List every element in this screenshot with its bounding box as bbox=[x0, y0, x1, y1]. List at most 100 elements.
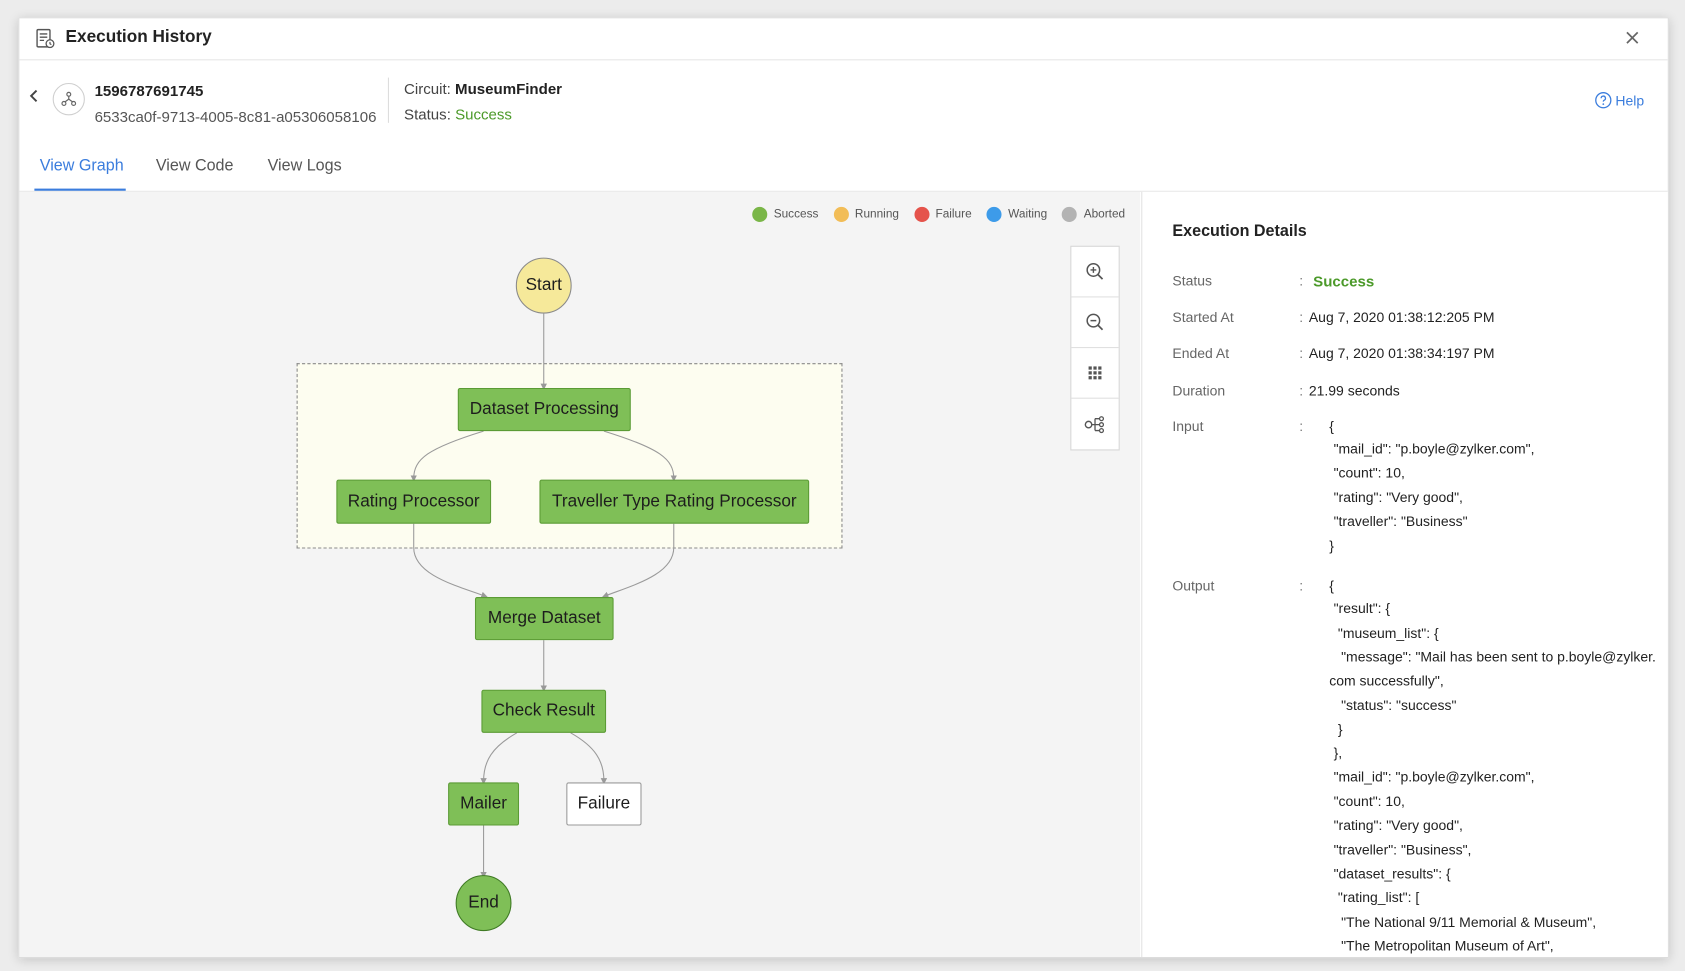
tab-view-logs[interactable]: View Logs bbox=[267, 156, 342, 175]
output-code-line: "mail_id": "p.boyle@zylker.com", bbox=[1333, 768, 1535, 785]
rating-processor-node[interactable]: Rating Processor bbox=[336, 479, 492, 524]
detail-colon: : bbox=[1299, 382, 1304, 399]
detail-ended-value: Aug 7, 2020 01:38:34:197 PM bbox=[1308, 344, 1495, 362]
detail-started-value: Aug 7, 2020 01:38:12:205 PM bbox=[1308, 309, 1495, 326]
circuit-avatar bbox=[52, 82, 85, 116]
output-code-line: { bbox=[1329, 577, 1334, 594]
execution-uuid: 6533ca0f-9713-4005-8c81-a05306058106 bbox=[94, 107, 377, 126]
execution-id: 1596787691745 bbox=[94, 81, 204, 100]
detail-status-value: Success bbox=[1313, 272, 1375, 290]
edge-traveller-merge bbox=[601, 523, 675, 598]
graph-edges bbox=[410, 313, 677, 879]
status-legend: Success Running Failure Waiting Aborted bbox=[752, 206, 1126, 223]
edge-dataset-rating bbox=[410, 430, 484, 482]
zoom-out-button[interactable] bbox=[1071, 297, 1119, 349]
help-link[interactable]: Help bbox=[1595, 92, 1644, 109]
end-node[interactable]: End bbox=[455, 875, 512, 932]
mailer-node[interactable]: Mailer bbox=[448, 782, 520, 826]
detail-started-label: Started At bbox=[1172, 309, 1234, 326]
output-code-line: "count": 10, bbox=[1333, 793, 1405, 810]
graph-canvas[interactable]: Success Running Failure Waiting Aborted bbox=[19, 191, 1141, 957]
flow-layout-icon bbox=[1084, 415, 1105, 433]
legend-waiting-dot bbox=[986, 206, 1002, 223]
zoom-in-icon bbox=[1086, 262, 1104, 280]
failure-node[interactable]: Failure bbox=[566, 782, 642, 826]
help-label: Help bbox=[1615, 92, 1645, 109]
input-code-line: "traveller": "Business" bbox=[1333, 512, 1468, 530]
status-info: Status: Success bbox=[404, 106, 512, 123]
info-divider bbox=[387, 77, 390, 123]
output-code-line: "The National 9/11 Memorial & Museum", bbox=[1341, 913, 1597, 931]
legend-aborted-dot bbox=[1062, 206, 1078, 223]
title-bar: Execution History bbox=[19, 18, 1668, 61]
output-code-line: "traveller": "Business", bbox=[1333, 841, 1472, 858]
start-node[interactable]: Start bbox=[515, 257, 572, 314]
window-title: Execution History bbox=[65, 28, 212, 47]
layout-button[interactable] bbox=[1071, 399, 1118, 450]
zoom-out-icon bbox=[1086, 313, 1104, 331]
help-icon bbox=[1595, 92, 1612, 109]
execution-details-panel[interactable]: Execution Details Status : Success Start… bbox=[1141, 191, 1668, 957]
output-code-line: "status": "success" bbox=[1341, 697, 1457, 714]
tab-view-code[interactable]: View Code bbox=[155, 156, 234, 175]
details-title: Execution Details bbox=[1172, 222, 1307, 241]
output-code-line: "message": "Mail has been sent to p.boyl… bbox=[1341, 648, 1656, 665]
legend-failure-label: Failure bbox=[935, 207, 972, 221]
legend-aborted-label: Aborted bbox=[1083, 207, 1126, 221]
input-code-line: "rating": "Very good", bbox=[1333, 489, 1463, 506]
legend-waiting-label: Waiting bbox=[1008, 207, 1048, 221]
legend-running: Running bbox=[833, 206, 899, 223]
detail-colon: : bbox=[1299, 344, 1304, 362]
active-tab-indicator bbox=[34, 188, 126, 191]
legend-success-dot bbox=[752, 206, 768, 223]
status-value: Success bbox=[455, 105, 512, 123]
edge-rating-merge bbox=[413, 523, 488, 598]
legend-failure: Failure bbox=[914, 206, 972, 223]
back-chevron-icon[interactable] bbox=[28, 87, 41, 110]
output-code-line: com successfully", bbox=[1329, 672, 1444, 689]
edge-check-mailer bbox=[480, 732, 518, 785]
detail-colon: : bbox=[1299, 272, 1304, 289]
dataset-processing-node[interactable]: Dataset Processing bbox=[457, 387, 631, 432]
detail-colon: : bbox=[1299, 418, 1304, 435]
legend-waiting: Waiting bbox=[986, 206, 1048, 223]
graph-controls bbox=[1070, 245, 1120, 451]
check-result-node[interactable]: Check Result bbox=[481, 689, 607, 733]
circuit-flow-icon bbox=[61, 91, 77, 106]
input-code-line: } bbox=[1329, 537, 1334, 554]
detail-output-label: Output bbox=[1172, 577, 1215, 594]
legend-aborted: Aborted bbox=[1062, 206, 1126, 223]
detail-input-label: Input bbox=[1172, 418, 1204, 435]
detail-duration-value: 21.99 seconds bbox=[1308, 382, 1400, 399]
circuit-info: Circuit: MuseumFinder bbox=[404, 80, 562, 97]
legend-success: Success bbox=[752, 206, 819, 223]
input-code-line: { bbox=[1329, 418, 1334, 435]
circuit-name: MuseumFinder bbox=[455, 79, 563, 97]
detail-status-label: Status bbox=[1172, 272, 1212, 289]
legend-failure-dot bbox=[914, 206, 930, 223]
output-code-line: "result": { bbox=[1333, 600, 1391, 617]
execution-info-bar: 1596787691745 6533ca0f-9713-4005-8c81-a0… bbox=[19, 60, 1667, 146]
circuit-label: Circuit: bbox=[404, 79, 451, 97]
output-code-line: } bbox=[1337, 720, 1343, 738]
close-icon[interactable] bbox=[1623, 28, 1642, 47]
legend-running-dot bbox=[833, 206, 849, 223]
status-label: Status: bbox=[404, 105, 451, 123]
traveller-type-rating-processor-node[interactable]: Traveller Type Rating Processor bbox=[539, 479, 810, 524]
merge-dataset-node[interactable]: Merge Dataset bbox=[474, 597, 614, 641]
legend-success-label: Success bbox=[773, 207, 819, 221]
input-code-line: "count": 10, bbox=[1333, 464, 1405, 481]
output-code-line: "rating_list": [ bbox=[1337, 889, 1420, 906]
edge-dataset-traveller bbox=[603, 430, 677, 482]
output-code-line: "dataset_results": { bbox=[1333, 865, 1451, 882]
tab-view-graph[interactable]: View Graph bbox=[39, 156, 124, 175]
edge-check-failure bbox=[570, 732, 608, 785]
zoom-in-button[interactable] bbox=[1071, 247, 1119, 298]
output-code-line: "rating": "Very good", bbox=[1333, 816, 1463, 834]
detail-duration-label: Duration bbox=[1172, 382, 1226, 399]
history-document-icon bbox=[34, 28, 55, 55]
detail-ended-label: Ended At bbox=[1172, 344, 1230, 362]
detail-colon: : bbox=[1299, 577, 1304, 594]
fit-to-screen-button[interactable] bbox=[1071, 348, 1119, 399]
input-code-line: "mail_id": "p.boyle@zylker.com", bbox=[1333, 440, 1535, 457]
